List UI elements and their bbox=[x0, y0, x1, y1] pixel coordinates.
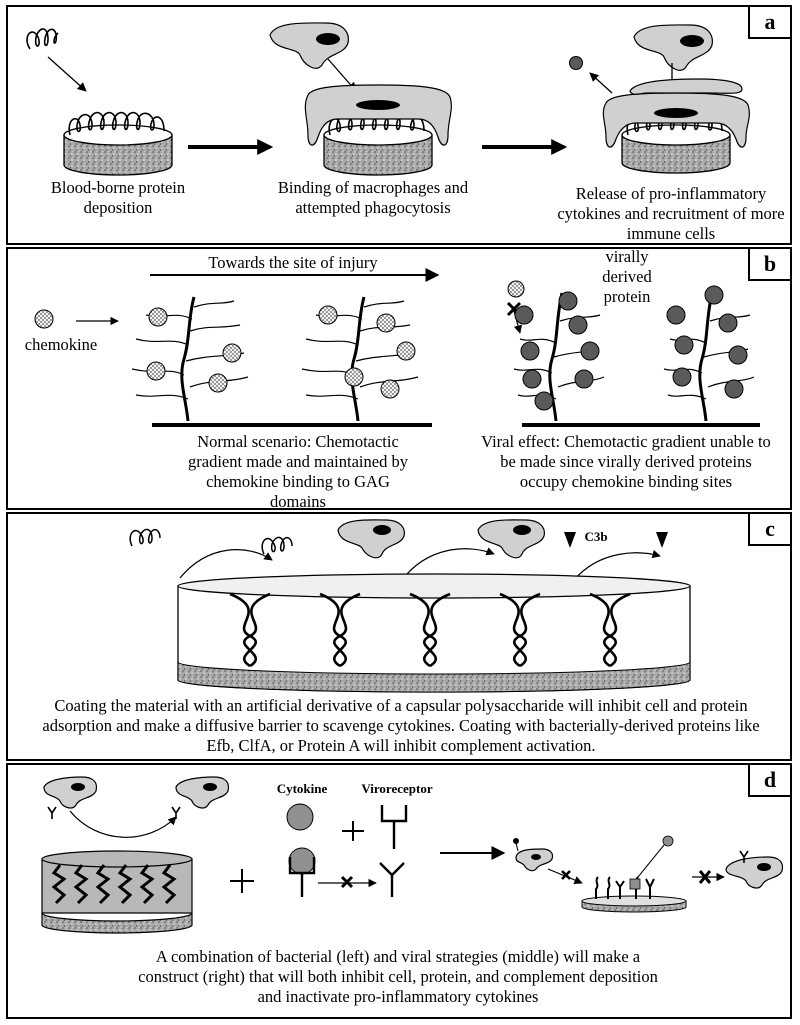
material-disc-1 bbox=[63, 111, 173, 176]
repelled-c3b bbox=[656, 532, 668, 548]
cytokine-label: Cytokine bbox=[276, 781, 328, 796]
chemokine-legend bbox=[34, 309, 54, 329]
viroreceptor-label: Viroreceptor bbox=[361, 781, 433, 796]
caption-a1: Blood-borne protein deposition bbox=[50, 178, 186, 217]
cytokine-bound-receptor bbox=[288, 847, 316, 897]
deposition-arrow bbox=[47, 56, 87, 92]
plus-sign-1 bbox=[230, 869, 254, 893]
cell-c1 bbox=[337, 519, 405, 559]
viral-proteins bbox=[514, 285, 748, 411]
polysaccharide-construct bbox=[41, 850, 193, 934]
panel-b-illustration bbox=[34, 268, 760, 427]
plus-sign-2 bbox=[342, 821, 364, 841]
panel-d-caption: A combination of bacterial (left) and vi… bbox=[138, 947, 658, 1006]
cell-receptor bbox=[379, 862, 405, 897]
panel-a-illustration bbox=[26, 22, 750, 176]
panel-a-label: a bbox=[748, 5, 792, 39]
c3b-label: C3b bbox=[584, 529, 608, 544]
panel-c-illustration bbox=[129, 519, 691, 693]
protein-coil bbox=[26, 28, 59, 50]
panel-d-label: d bbox=[748, 763, 792, 797]
caption-a3: Release of pro-inflammatory cytokines an… bbox=[557, 184, 785, 243]
immune-recruitment bbox=[569, 24, 750, 174]
viral-effect-caption: Viral effect: Chemotactic gradient unabl… bbox=[481, 432, 771, 491]
incoming-macrophage bbox=[633, 24, 713, 71]
caption-a2: Binding of macrophages and attempted pha… bbox=[277, 178, 469, 217]
chemokine-label: chemokine bbox=[24, 335, 98, 354]
released-cytokine bbox=[569, 56, 583, 70]
viroreceptor bbox=[380, 805, 408, 849]
adsorbed-proteins bbox=[68, 111, 165, 136]
material-disc-2 bbox=[304, 84, 452, 176]
bound-chemokines bbox=[146, 305, 416, 399]
macrophage-cell bbox=[269, 22, 349, 69]
coated-material bbox=[177, 573, 691, 693]
c3b-triangle bbox=[564, 532, 576, 548]
cytokine bbox=[286, 803, 314, 831]
protein-coil bbox=[129, 528, 161, 547]
viral-protein-label: virally derived protein bbox=[602, 247, 652, 306]
normal-scenario-caption: Normal scenario: Chemotactic gradient ma… bbox=[188, 432, 408, 511]
spread-macrophage bbox=[304, 84, 452, 146]
panel-b-label: b bbox=[748, 247, 792, 281]
panel-d-illustration bbox=[41, 776, 784, 934]
panel-a: a bbox=[6, 5, 792, 245]
gradient-arrow-label: Towards the site of injury bbox=[208, 253, 378, 272]
repelled-coil bbox=[261, 536, 293, 555]
panel-c-label: c bbox=[748, 512, 792, 546]
panel-d: d bbox=[6, 763, 792, 1019]
receptor-small bbox=[47, 806, 57, 819]
panel-c: c C3b Coating the material with an artif bbox=[6, 512, 792, 761]
panel-b: b bbox=[6, 247, 792, 511]
combined-construct bbox=[581, 876, 687, 913]
panel-c-caption: Coating the material with an artificial … bbox=[42, 696, 760, 755]
